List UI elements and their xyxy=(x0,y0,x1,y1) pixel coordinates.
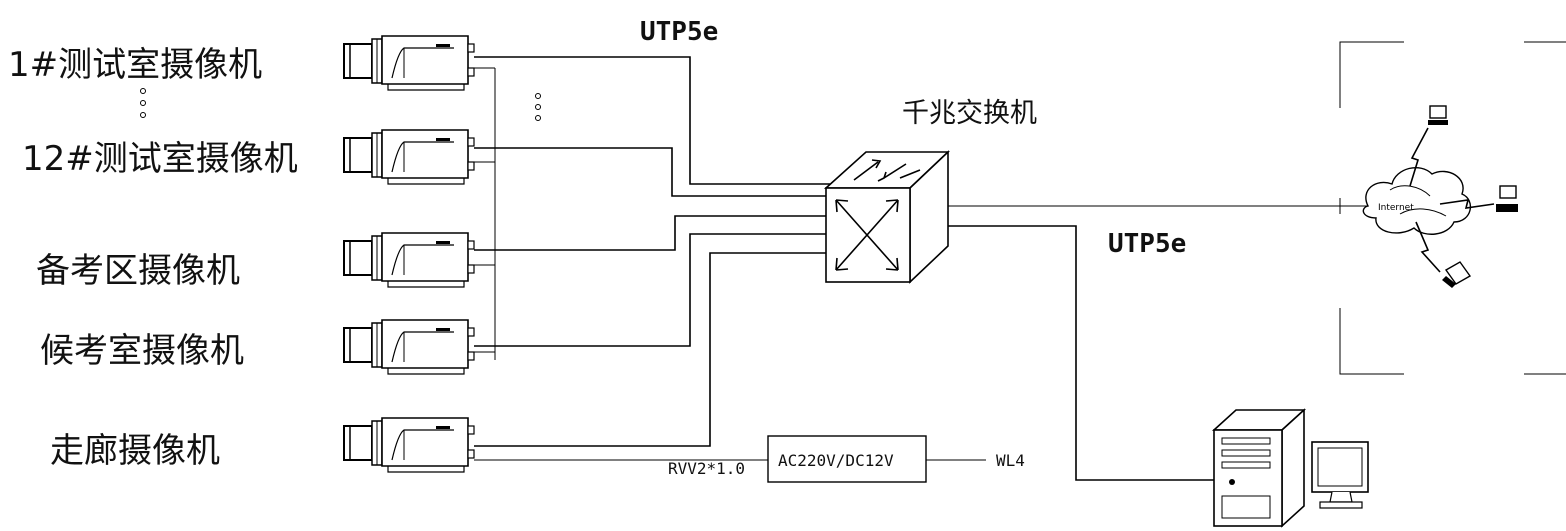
wl-label: WL4 xyxy=(996,451,1025,470)
internet-cloud-icon: Internet xyxy=(1362,127,1495,273)
switch-label: 千兆交换机 xyxy=(902,98,1037,129)
monitor-icon xyxy=(1311,441,1369,509)
camera-icon xyxy=(343,417,475,473)
camera-label-waiting-room: 候考室摄像机 xyxy=(40,331,244,371)
camera-links xyxy=(474,56,830,447)
camera-icon xyxy=(343,129,475,185)
cable-label-utp-top: UTP5e xyxy=(640,17,718,47)
uplink-server xyxy=(948,225,1214,481)
remote-computer-icon xyxy=(1496,185,1518,212)
power-adapter-label: AC220V/DC12V xyxy=(778,451,894,470)
remote-computer-icon xyxy=(1428,105,1448,125)
camera-icon xyxy=(343,232,475,288)
internet-label: Internet xyxy=(1378,203,1414,213)
internet-frame xyxy=(1339,41,1566,375)
ellipsis-labels xyxy=(140,88,146,118)
camera-icon xyxy=(343,35,475,91)
power-bus xyxy=(474,67,768,461)
ellipsis-links xyxy=(535,93,541,121)
network-switch-icon xyxy=(823,150,951,284)
computer-icon xyxy=(1211,408,1307,528)
camera-label-1: 1#测试室摄像机 xyxy=(8,45,262,85)
rvv-cable-label: RVV2*1.0 xyxy=(668,459,745,478)
cable-label-utp-right: UTP5e xyxy=(1108,229,1186,259)
camera-icon xyxy=(343,319,475,375)
camera-label-12: 12#测试室摄像机 xyxy=(22,139,298,179)
camera-label-corridor: 走廊摄像机 xyxy=(50,431,220,471)
laptop-icon xyxy=(1442,261,1472,288)
camera-label-waiting-area: 备考区摄像机 xyxy=(36,251,240,291)
power-adapter-box xyxy=(767,435,927,483)
